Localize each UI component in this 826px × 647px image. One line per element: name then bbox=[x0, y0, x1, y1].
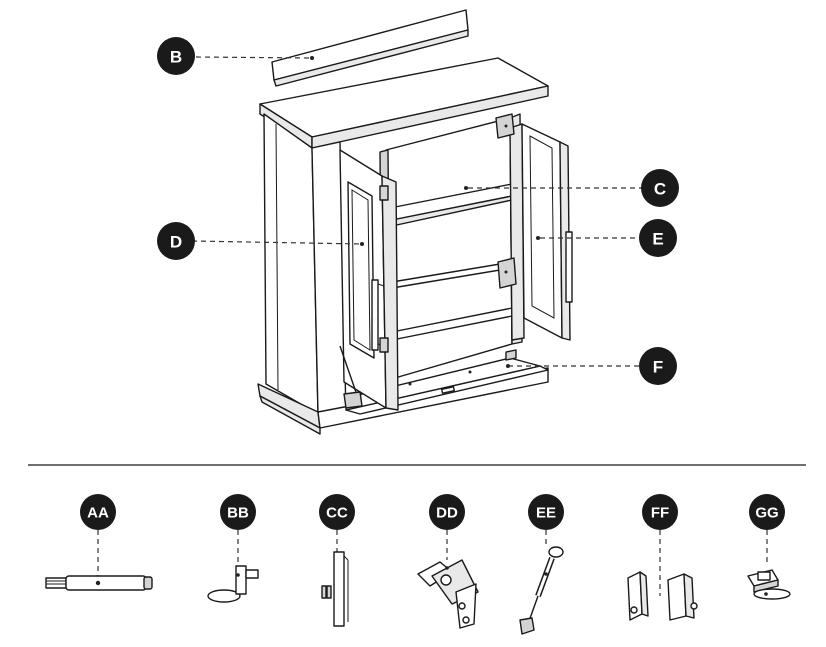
badge-dd: DD bbox=[429, 494, 465, 530]
svg-text:D: D bbox=[170, 233, 182, 252]
hardware-ee-gas-strut bbox=[519, 546, 564, 635]
hardware-aa-tool bbox=[45, 575, 153, 591]
hardware-gg-catch bbox=[747, 569, 791, 600]
svg-text:E: E bbox=[652, 230, 663, 249]
badge-f: F bbox=[639, 347, 677, 385]
svg-text:F: F bbox=[653, 358, 663, 377]
svg-text:FF: FF bbox=[651, 505, 669, 522]
svg-text:B: B bbox=[170, 48, 182, 67]
hardware-ff-brackets bbox=[627, 571, 698, 621]
badge-e: E bbox=[639, 219, 677, 257]
svg-text:DD: DD bbox=[436, 505, 458, 522]
svg-text:C: C bbox=[654, 180, 666, 199]
badge-ee: EE bbox=[528, 494, 564, 530]
badge-ff: FF bbox=[642, 494, 678, 530]
badge-c: C bbox=[641, 169, 679, 207]
badge-bb: BB bbox=[220, 494, 256, 530]
badge-cc: CC bbox=[319, 494, 355, 530]
badge-gg: GG bbox=[749, 494, 785, 530]
part-b-molding bbox=[271, 9, 469, 87]
svg-text:EE: EE bbox=[536, 505, 556, 522]
hardware-bb-shelf-pin bbox=[207, 565, 259, 603]
cabinet bbox=[257, 57, 549, 435]
badge-b: B bbox=[157, 37, 195, 75]
svg-text:BB: BB bbox=[227, 505, 249, 522]
svg-text:AA: AA bbox=[87, 505, 109, 522]
badge-aa: AA bbox=[80, 494, 116, 530]
hardware-cc-latch bbox=[321, 551, 349, 627]
svg-text:CC: CC bbox=[326, 505, 348, 522]
leader-d bbox=[191, 240, 363, 245]
hardware-dd-hinge bbox=[417, 559, 479, 629]
badge-d: D bbox=[157, 222, 195, 260]
door-d bbox=[339, 149, 399, 411]
svg-text:GG: GG bbox=[755, 505, 778, 522]
door-e bbox=[495, 113, 573, 341]
leader-b bbox=[195, 56, 313, 59]
